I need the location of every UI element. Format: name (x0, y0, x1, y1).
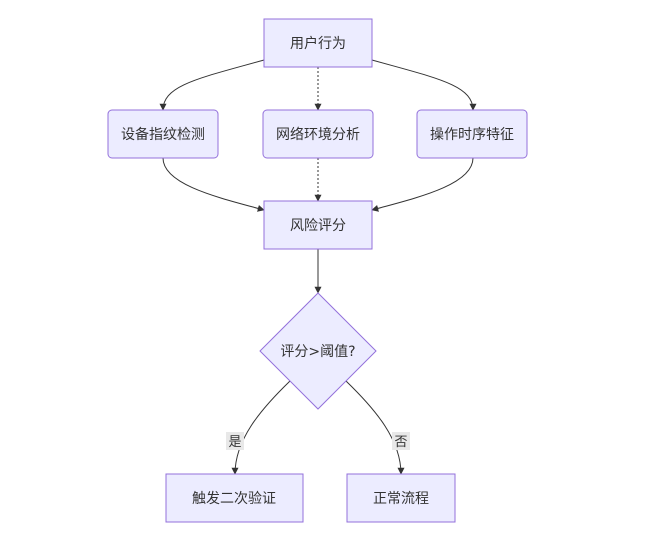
edge-timing-to-risk (371, 157, 474, 212)
node-normal-flow: 正常流程 (346, 473, 456, 523)
svg-text:网络环境分析: 网络环境分析 (276, 127, 360, 143)
edge-user-to-device (159, 59, 265, 111)
edge-device-to-risk (162, 157, 265, 212)
svg-text:风险评分: 风险评分 (290, 218, 346, 234)
edge-decision-no (345, 380, 405, 475)
node-network-env: 网络环境分析 (262, 109, 374, 159)
svg-text:设备指纹检测: 设备指纹检测 (121, 126, 205, 143)
svg-text:是: 是 (228, 435, 241, 450)
edge-label-yes: 是 (226, 432, 244, 450)
node-timing-features: 操作时序特征 (416, 109, 528, 159)
svg-text:操作时序特征: 操作时序特征 (430, 127, 514, 143)
svg-text:用户行为: 用户行为 (290, 35, 346, 52)
edges (159, 59, 477, 475)
node-device-fingerprint: 设备指纹检测 (107, 109, 219, 159)
edge-decision-yes (231, 380, 291, 475)
svg-text:评分>阈值?: 评分>阈值? (280, 344, 355, 360)
node-user-behavior: 用户行为 (263, 18, 373, 68)
edge-label-no: 否 (392, 432, 410, 450)
node-threshold-decision: 评分>阈值? (259, 292, 377, 410)
node-second-verification: 触发二次验证 (165, 473, 304, 523)
svg-text:触发二次验证: 触发二次验证 (192, 491, 276, 507)
edge-user-to-timing (371, 59, 477, 111)
svg-text:正常流程: 正常流程 (373, 491, 429, 507)
node-risk-score: 风险评分 (263, 200, 373, 250)
svg-text:否: 否 (394, 435, 407, 450)
